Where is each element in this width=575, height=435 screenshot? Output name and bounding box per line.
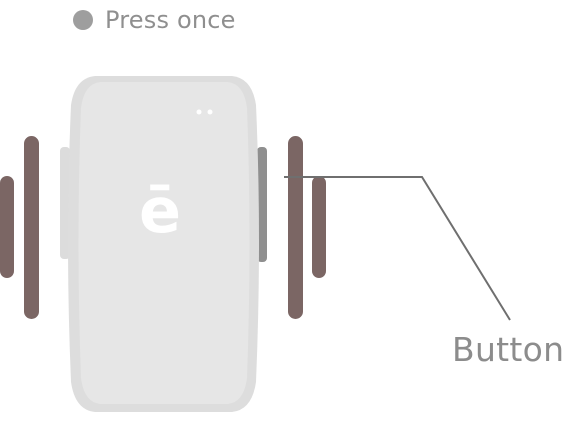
right-vibration-bar-inner (288, 136, 303, 319)
left-vibration-icon (0, 136, 39, 319)
device-logo: ē (139, 174, 181, 247)
right-vibration-bar-outer (312, 176, 326, 278)
bullet-dot-icon (73, 10, 93, 30)
instruction-caption: Press once (73, 4, 236, 36)
left-vibration-bar-inner (24, 136, 39, 319)
instruction-text: Press once (105, 6, 236, 34)
status-light-icon (196, 109, 202, 115)
left-vibration-bar-outer (0, 176, 14, 278)
device: ē (60, 76, 267, 412)
device-face (78, 82, 250, 404)
status-light-icon (207, 109, 213, 115)
device-left-side-button (60, 147, 70, 259)
right-vibration-icon (288, 136, 326, 319)
callout-leader-line (284, 176, 511, 321)
button-callout-label: Button (452, 330, 565, 369)
device-right-side-button (257, 147, 267, 262)
